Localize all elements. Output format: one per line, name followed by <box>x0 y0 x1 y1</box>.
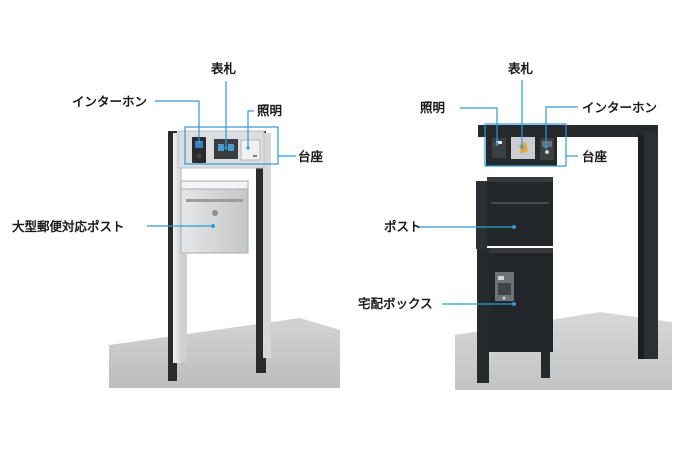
left-mailbox-lock <box>212 210 218 216</box>
right-gate-unit <box>476 125 658 383</box>
left-light-device <box>240 139 261 161</box>
right-label-base: 台座 <box>582 149 608 164</box>
right-mailbox-body <box>487 177 553 246</box>
left-callouts <box>147 81 296 227</box>
right-label-nameplate: 表札 <box>508 61 534 76</box>
right-arch-right-leg <box>644 131 658 359</box>
left-label-nameplate: 表札 <box>211 61 237 76</box>
left-label-light: 照明 <box>257 103 283 118</box>
left-frame-post-left <box>168 131 177 381</box>
left-frame-post-right <box>256 131 266 373</box>
left-floor <box>109 318 340 388</box>
right-label-light: 照明 <box>420 100 446 115</box>
left-label-mailbox: 大型郵便対応ポスト <box>12 219 125 234</box>
left-silver-post-2 <box>263 133 271 358</box>
left-mailbox-body <box>180 180 249 254</box>
right-callouts <box>420 80 578 305</box>
right-light-device <box>492 138 506 158</box>
right-label-intercom: インターホン <box>582 100 658 115</box>
left-silver-post <box>173 133 182 363</box>
right-label-mailbox: ポスト <box>384 219 422 234</box>
left-label-base: 台座 <box>298 149 324 164</box>
right-label-delivery-box: 宅配ボックス <box>358 296 433 311</box>
right-side-post <box>477 248 489 383</box>
left-label-intercom: インターホン <box>72 94 148 109</box>
